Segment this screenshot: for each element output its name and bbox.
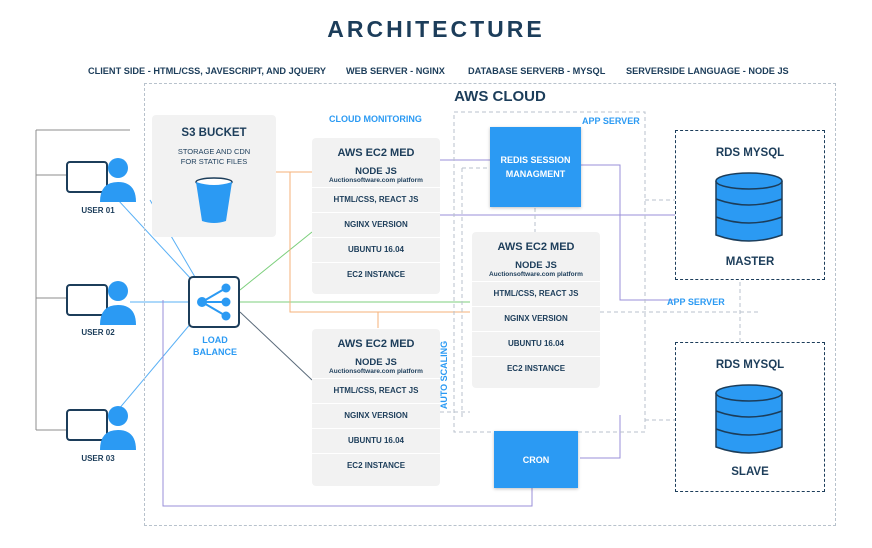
ec2-row: NGINX VERSION — [312, 403, 440, 428]
load-balancer-icon — [188, 276, 240, 328]
rds-master-title: RDS MYSQL — [715, 147, 785, 159]
cron-label: CRON — [522, 454, 550, 465]
auto-scaling-label: AUTO SCALING — [439, 340, 450, 410]
user-01-label: USER 01 — [81, 206, 115, 215]
bucket-icon — [195, 177, 233, 223]
s3-desc-1: STORAGE AND CDN — [177, 147, 251, 156]
aws-cloud-label: AWS CLOUD — [454, 88, 546, 105]
user-03-label: USER 03 — [81, 454, 115, 463]
rds-master-box: RDS MYSQL MASTER — [675, 130, 825, 280]
ec2-row: EC2 INSTANCE — [312, 262, 440, 287]
ec2-row: HTML/CSS, REACT JS — [312, 187, 440, 212]
user-02-label: USER 02 — [81, 328, 115, 337]
ec2-platform: Auctionsoftware.com platform — [489, 271, 583, 278]
ec2-nodejs: NODE JS — [515, 260, 557, 271]
ec2-row: NGINX VERSION — [472, 306, 600, 331]
ec2-row: NGINX VERSION — [312, 212, 440, 237]
user-01 — [66, 156, 138, 209]
rds-slave-box: RDS MYSQL SLAVE — [675, 342, 825, 492]
redis-session-box: REDIS SESSION MANAGMENT — [490, 127, 581, 207]
rds-master-role: MASTER — [725, 256, 775, 268]
load-balance-label-2: BALANCE — [193, 347, 237, 357]
ec2-card-1: AWS EC2 MED NODE JS Auctionsoftware.com … — [312, 138, 440, 294]
app-server-label-top: APP SERVER — [582, 116, 640, 126]
user-computer-icon — [66, 281, 136, 325]
s3-desc-2: FOR STATIC FILES — [180, 157, 248, 166]
ec2-row: HTML/CSS, REACT JS — [472, 281, 600, 306]
ec2-title: AWS EC2 MED — [337, 147, 415, 159]
ec2-row: UBUNTU 16.04 — [312, 428, 440, 453]
ec2-title: AWS EC2 MED — [337, 338, 415, 350]
rds-slave-role: SLAVE — [731, 466, 769, 478]
user-computer-icon — [66, 406, 136, 450]
load-balance-label-1: LOAD — [202, 335, 228, 345]
s3-bucket-card: S3 BUCKET STORAGE AND CDN FOR STATIC FIL… — [152, 115, 276, 237]
ec2-row: UBUNTU 16.04 — [312, 237, 440, 262]
redis-line-2: MANAGMENT — [505, 169, 566, 179]
app-server-label-mid: APP SERVER — [667, 297, 725, 307]
ec2-title: AWS EC2 MED — [497, 241, 575, 253]
database-icon — [715, 172, 783, 242]
ec2-card-2: AWS EC2 MED NODE JS Auctionsoftware.com … — [472, 232, 600, 388]
ec2-card-3: AWS EC2 MED NODE JS Auctionsoftware.com … — [312, 329, 440, 486]
ec2-row: UBUNTU 16.04 — [472, 331, 600, 356]
tech-client-side: CLIENT SIDE - HTML/CSS, JAVESCRIPT, AND … — [88, 66, 327, 76]
user-02 — [66, 279, 138, 332]
ec2-platform: Auctionsoftware.com platform — [329, 368, 423, 375]
page-title: ARCHITECTURE — [327, 16, 545, 42]
user-computer-icon — [66, 158, 136, 202]
s3-title: S3 BUCKET — [181, 127, 247, 139]
tech-server-language: SERVERSIDE LANGUAGE - NODE JS — [626, 66, 789, 76]
tech-web-server: WEB SERVER - NGINX — [346, 66, 445, 76]
aws-cloud-boundary — [144, 83, 836, 526]
ec2-nodejs: NODE JS — [355, 166, 397, 177]
tech-database: DATABASE SERVERB - MYSQL — [468, 66, 606, 76]
ec2-row: HTML/CSS, REACT JS — [312, 378, 440, 403]
rds-slave-title: RDS MYSQL — [715, 359, 785, 371]
user-03 — [66, 404, 138, 457]
ec2-nodejs: NODE JS — [355, 357, 397, 368]
cloud-monitoring-label: CLOUD MONITORING — [329, 114, 422, 124]
cron-box: CRON — [494, 431, 578, 488]
ec2-row: EC2 INSTANCE — [472, 356, 600, 381]
load-balancer — [188, 276, 242, 335]
redis-line-1: REDIS SESSION — [500, 155, 571, 165]
ec2-row: EC2 INSTANCE — [312, 453, 440, 478]
database-icon — [715, 384, 783, 454]
ec2-platform: Auctionsoftware.com platform — [329, 177, 423, 184]
